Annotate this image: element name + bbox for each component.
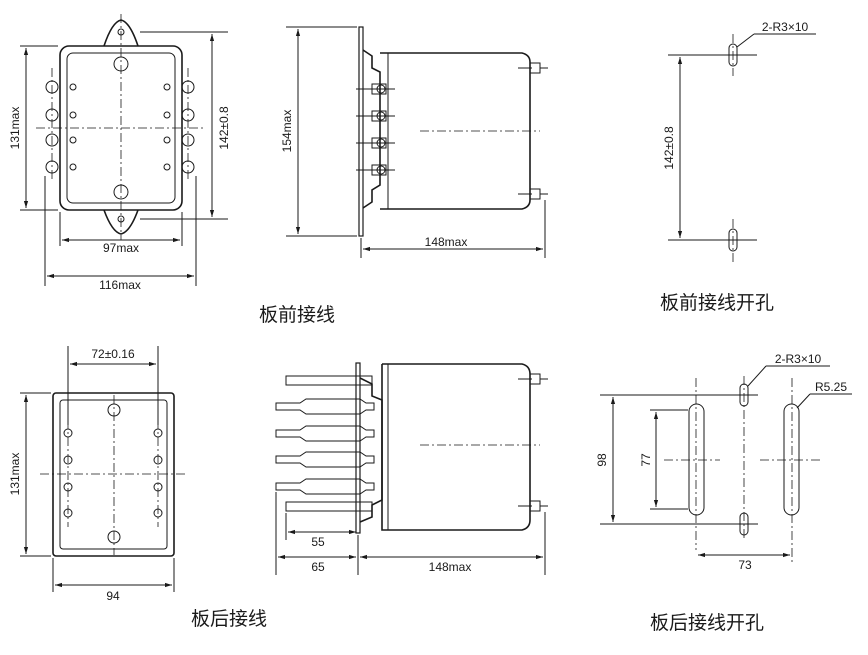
rear-base-profile [359, 377, 383, 523]
dim-rw-height: 131max [8, 453, 22, 496]
dim-rc-slots: 2-R3×10 [775, 352, 822, 366]
terminals-right [163, 80, 195, 174]
rear-cutout-view: 98 77 73 2-R3×10 R5.25 [595, 352, 852, 572]
rear-body-outline [381, 363, 531, 531]
rear-panel-plate [355, 362, 361, 534]
caption-rear-wiring: 板后接线 [191, 608, 267, 630]
rear-slot-left [688, 403, 705, 516]
front-terminal-studs [356, 83, 395, 176]
dim-rc-height-77: 77 [639, 453, 653, 467]
dim-rw-stud-55: 55 [311, 535, 325, 549]
dim-rc-height-98: 98 [595, 453, 609, 467]
base-profile [362, 49, 381, 209]
rear-wiring-front-view: 72±0.16 131max 94 [8, 346, 185, 603]
dim-fw-side-height: 154max [280, 110, 294, 153]
dim-fc-pitch: 142±0.8 [662, 126, 676, 170]
caption-rear-cutout: 板后接线开孔 [650, 612, 764, 634]
caption-front-wiring: 板前接线 [259, 304, 335, 326]
dim-fw-inner-width: 97max [103, 241, 139, 255]
rear-screws [518, 62, 548, 200]
rear-side-screws [518, 373, 548, 512]
panel-plate [358, 26, 364, 237]
front-wiring-front-view: 131max 142±0.8 97max 116max [8, 14, 231, 292]
dim-fw-hole-pitch: 142±0.8 [217, 106, 231, 150]
dim-fw-outer-width: 116max [99, 278, 141, 292]
dim-fw-depth: 148max [425, 235, 468, 249]
dim-rc-radius: R5.25 [815, 380, 847, 394]
rear-long-studs [275, 375, 375, 512]
rear-slot-right [783, 403, 800, 516]
dim-rw-top-width: 72±0.16 [91, 347, 135, 361]
rear-housing-outline [52, 392, 175, 557]
dim-rw-stud-65: 65 [311, 560, 325, 574]
dim-rc-width-73: 73 [738, 558, 752, 572]
terminals-left [45, 80, 77, 174]
dim-fw-height: 131max [8, 107, 22, 150]
caption-front-cutout: 板前接线开孔 [660, 292, 774, 314]
dim-rw-depth: 148max [429, 560, 472, 574]
front-wiring-side-view: 154max 148max [280, 26, 548, 258]
bottom-mounting-ear [103, 209, 139, 235]
rear-housing-inner [59, 399, 168, 550]
dim-rw-width: 94 [106, 589, 120, 603]
front-cutout-view: 142±0.8 2-R3×10 [662, 20, 816, 262]
rear-terminals [63, 428, 163, 518]
dim-fc-slots: 2-R3×10 [762, 20, 809, 34]
rear-wiring-side-view: 55 65 148max [275, 362, 548, 575]
